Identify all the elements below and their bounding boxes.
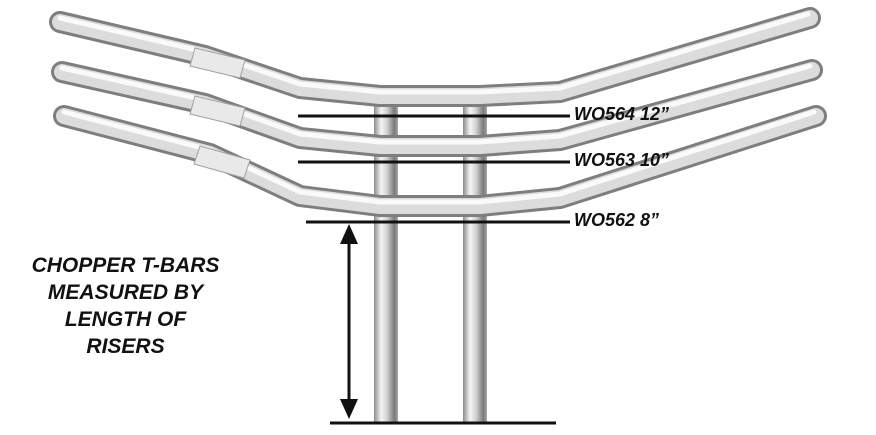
handlebar-wo564 bbox=[49, 7, 821, 107]
model-label-wo564: WO564 12” bbox=[574, 104, 670, 124]
model-label-wo562: WO562 8” bbox=[574, 210, 660, 230]
handlebar-wo562 bbox=[53, 105, 827, 217]
height-arrow bbox=[340, 224, 358, 419]
caption: CHOPPER T-BARS MEASURED BY LENGTH OF RIS… bbox=[18, 252, 233, 360]
caption-line: MEASURED BY bbox=[47, 281, 204, 304]
caption-line: LENGTH OF bbox=[64, 308, 187, 331]
handlebar-wo563 bbox=[51, 59, 823, 157]
model-label-wo563: WO563 10” bbox=[574, 150, 670, 170]
caption-line: CHOPPER T-BARS bbox=[31, 254, 220, 277]
caption-line: RISERS bbox=[86, 335, 165, 358]
